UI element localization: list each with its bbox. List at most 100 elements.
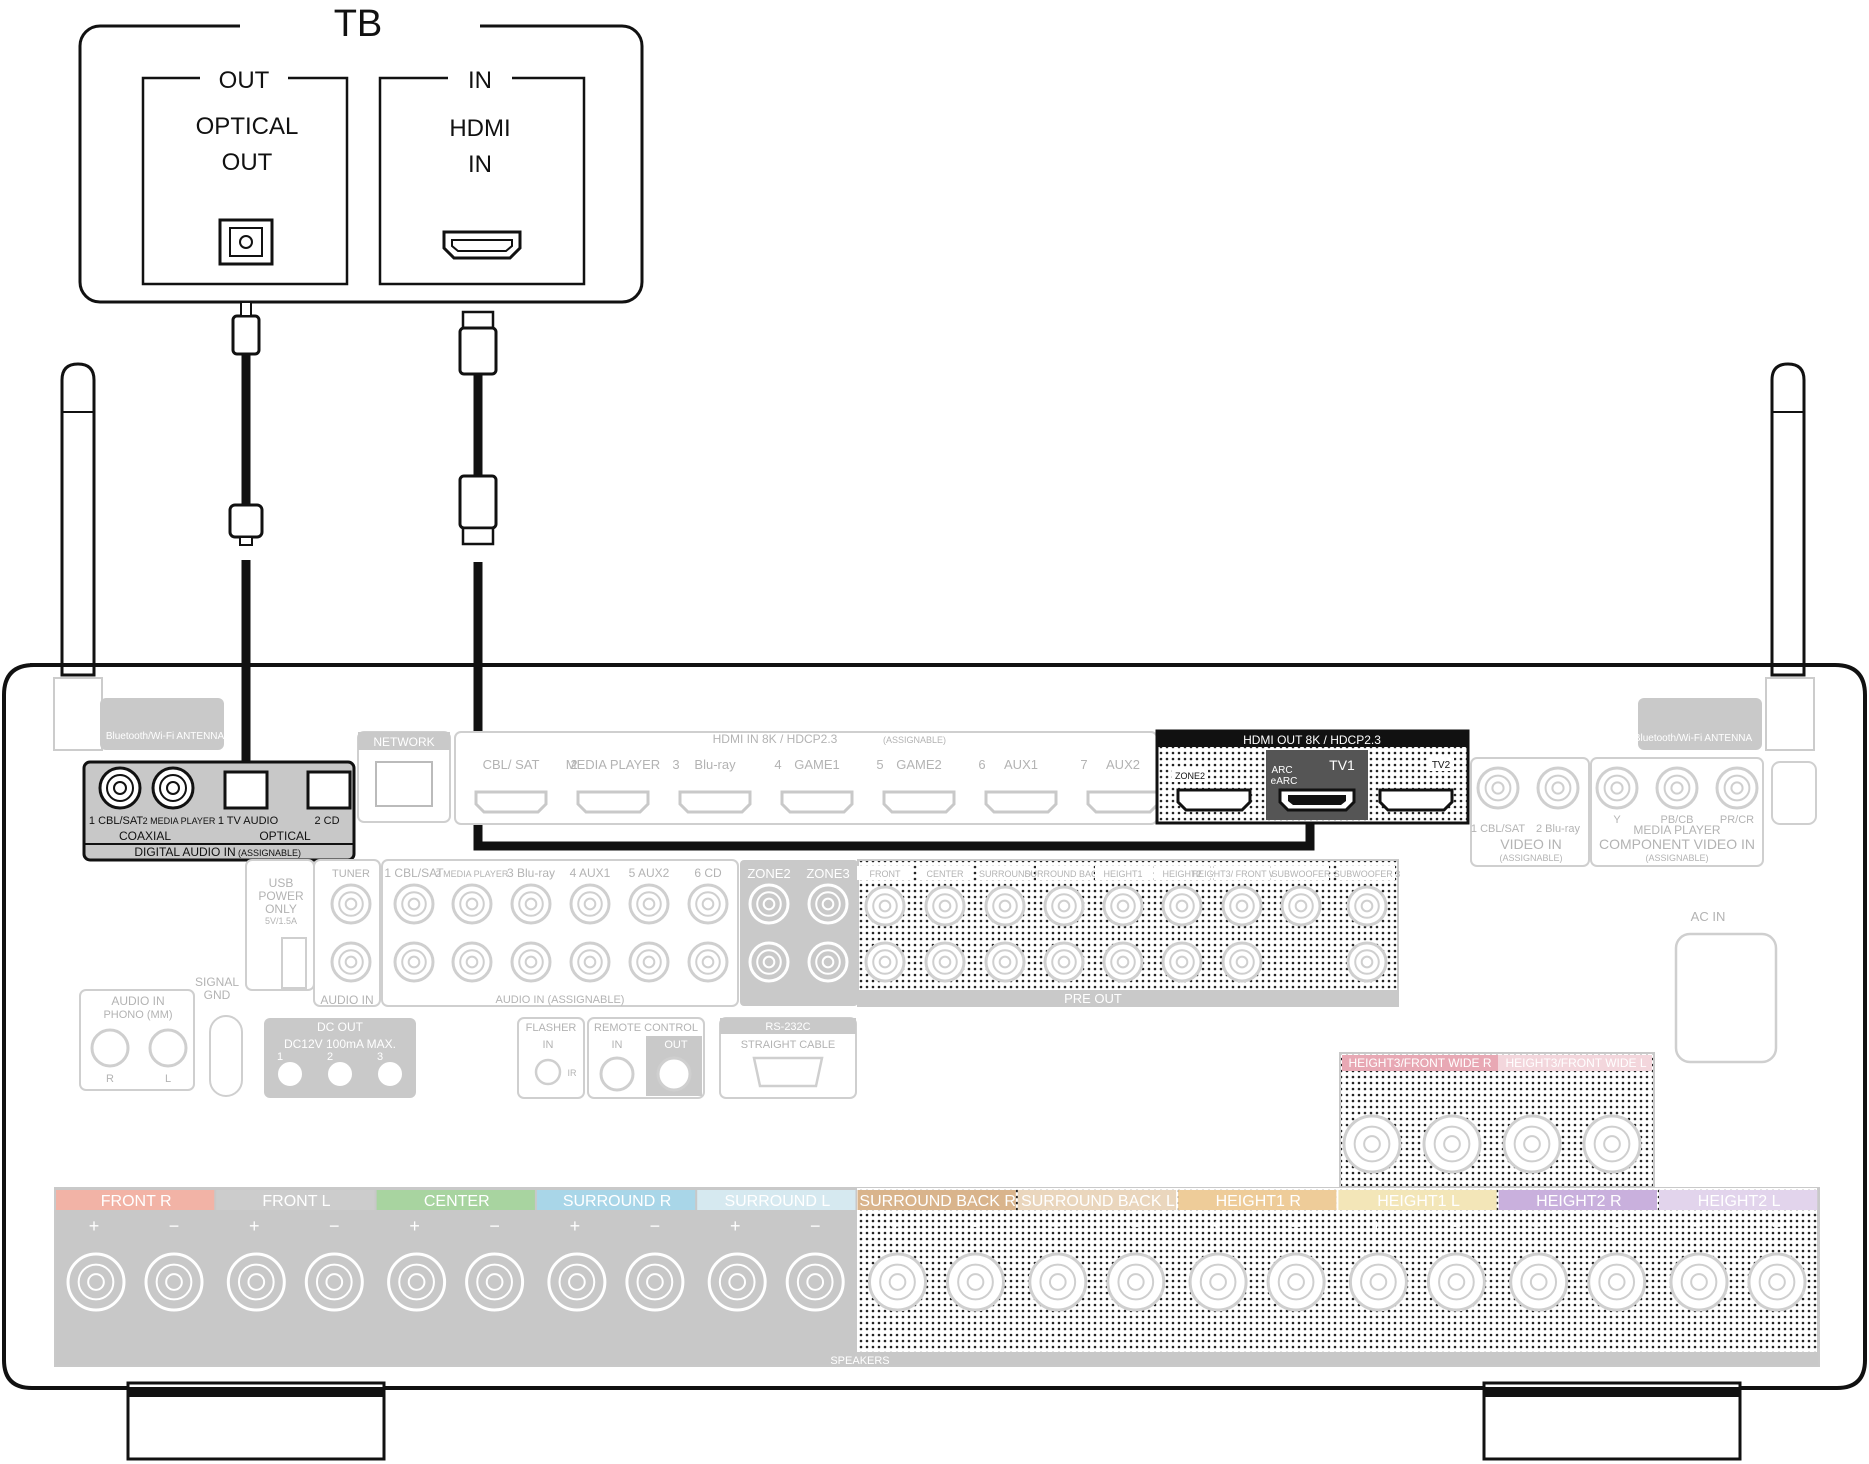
pre-out-jack-bottom-4[interactable] [1043, 941, 1085, 983]
audio-in-jack-top-2[interactable] [393, 883, 435, 925]
speaker-terminal-plus[interactable] [1509, 1252, 1569, 1312]
audio-in-jack-top-3[interactable] [451, 883, 493, 925]
audio-in-assignable: AUDIO IN (ASSIGNABLE) [496, 994, 625, 1006]
pre-out-jack-bottom-1[interactable] [864, 941, 906, 983]
speaker-terminal-plus[interactable] [547, 1252, 607, 1312]
hdmi-out-tv2-port[interactable] [1378, 788, 1454, 812]
speaker-terminal-minus[interactable] [785, 1252, 845, 1312]
speaker-terminal-plus[interactable] [1028, 1252, 1088, 1312]
height3-terminal-3[interactable] [1502, 1114, 1562, 1174]
tv-optical-port-lens [239, 235, 253, 249]
optical-jack-2[interactable] [306, 770, 352, 810]
pre-out-jack-top-7[interactable] [1221, 885, 1263, 927]
minus-sign: − [810, 1216, 821, 1236]
remote-in-jack[interactable] [599, 1056, 635, 1092]
video-in-jack-1[interactable] [1476, 766, 1520, 810]
audio-in-jack-bottom-7[interactable] [687, 941, 729, 983]
phono-jack-r[interactable] [90, 1028, 130, 1068]
speaker-terminal-minus[interactable] [1426, 1252, 1486, 1312]
zone-jack-bottom-2[interactable] [807, 941, 849, 983]
pre-out-jack-top-6[interactable] [1161, 885, 1203, 927]
pre-out-jack-top-4[interactable] [1043, 885, 1085, 927]
optical-jack-1[interactable] [223, 770, 269, 810]
speaker-terminal-plus[interactable] [868, 1252, 927, 1312]
hdmi-out-tv2-label: TV2 [1432, 760, 1451, 771]
audio-in-jack-top-4[interactable] [510, 883, 552, 925]
height3-terminal-1[interactable] [1342, 1114, 1402, 1174]
audio-in-jack-bottom-2[interactable] [393, 941, 435, 983]
speaker-terminal-plus[interactable] [387, 1252, 447, 1312]
flasher-jack[interactable] [534, 1058, 562, 1086]
signal-gnd-terminal[interactable] [209, 1015, 243, 1097]
audio-in-jack-bottom-3[interactable] [451, 941, 493, 983]
pre-out-jack-top-3[interactable] [984, 885, 1026, 927]
speaker-terminal-plus[interactable] [707, 1252, 767, 1312]
pre-out-jack-top-5[interactable] [1102, 885, 1144, 927]
zone-jack-top-1[interactable] [748, 883, 790, 925]
audio-in-jack-bottom-5[interactable] [569, 941, 611, 983]
audio-in-jack-bottom-4[interactable] [510, 941, 552, 983]
pre-out-jack-top-1[interactable] [864, 885, 906, 927]
pre-out-jack-bottom-2[interactable] [924, 941, 966, 983]
speaker-terminal-minus[interactable] [1587, 1252, 1647, 1312]
speaker-terminal-plus[interactable] [1348, 1252, 1408, 1312]
zone-jack-bottom-1[interactable] [748, 941, 790, 983]
remote-out-jack[interactable] [656, 1056, 692, 1092]
tv-in-line1: HDMI [449, 115, 510, 142]
component-jack-1[interactable] [1595, 766, 1639, 810]
zone-jack-top-2[interactable] [807, 883, 849, 925]
pre-out-jack-bottom-5[interactable] [1102, 941, 1144, 983]
speaker-terminal-minus[interactable] [1747, 1252, 1807, 1312]
hdmi-out-zone2-port[interactable] [1176, 788, 1252, 812]
pre-out-jack-bottom-3[interactable] [984, 941, 1026, 983]
audio-in-jack-top-5[interactable] [569, 883, 611, 925]
speaker-terminal-plus[interactable] [1669, 1252, 1729, 1312]
usb-port-icon[interactable] [281, 937, 307, 989]
audio-in-jack-top-1[interactable] [330, 883, 372, 925]
pre-out-jack-bottom-7[interactable] [1221, 941, 1263, 983]
speaker-terminal-minus[interactable] [304, 1252, 364, 1312]
speaker-terminal-minus[interactable] [144, 1252, 204, 1312]
component-jack-2[interactable] [1655, 766, 1699, 810]
height3-terminal-2[interactable] [1422, 1114, 1482, 1174]
height3-terminal-4[interactable] [1582, 1114, 1642, 1174]
speaker-terminal-minus[interactable] [625, 1252, 685, 1312]
speaker-group-label-bg [536, 1190, 696, 1210]
audio-in-jack-top-6[interactable] [628, 883, 670, 925]
component-jack-3[interactable] [1715, 766, 1759, 810]
pre-out-jack-top-9[interactable] [1346, 885, 1388, 927]
speaker-terminal-minus[interactable] [1266, 1252, 1326, 1312]
tv-in-line2: IN [468, 151, 492, 178]
speaker-terminal-minus[interactable] [1106, 1252, 1166, 1312]
audio-in-jack-bottom-1[interactable] [330, 941, 372, 983]
coax-jack-2[interactable] [151, 766, 195, 810]
phono-jack-l[interactable] [148, 1028, 188, 1068]
speaker-terminal-plus[interactable] [226, 1252, 286, 1312]
speaker-terminal-plus[interactable] [1188, 1252, 1248, 1312]
tv-out-line2: OUT [222, 149, 273, 176]
dc-out-jack-2[interactable] [328, 1062, 352, 1086]
audio-in-jack-bottom-6[interactable] [628, 941, 670, 983]
speaker-terminal-minus[interactable] [465, 1252, 525, 1312]
audio-in-label-1: 1 CBL/SAT [384, 866, 444, 880]
speaker-terminal-plus[interactable] [66, 1252, 126, 1312]
rs232-port-icon[interactable] [752, 1056, 824, 1088]
coax-jack-1[interactable] [98, 766, 142, 810]
network-port-icon[interactable] [375, 761, 433, 807]
pre-out-jack-top-2[interactable] [924, 885, 966, 927]
speaker-terminal-minus[interactable] [946, 1252, 1005, 1312]
dc-out-jack-1[interactable] [278, 1062, 302, 1086]
dc-out-jack-3[interactable] [378, 1062, 402, 1086]
pre-out-jack-top-8[interactable] [1280, 885, 1322, 927]
ac-in-socket[interactable] [1674, 932, 1778, 1064]
audio-in-jack-top-7[interactable] [687, 883, 729, 925]
pre-out-jack-bottom-6[interactable] [1161, 941, 1203, 983]
video-in-jack-2[interactable] [1536, 766, 1580, 810]
pre-out-jack-bottom-9[interactable] [1346, 941, 1388, 983]
